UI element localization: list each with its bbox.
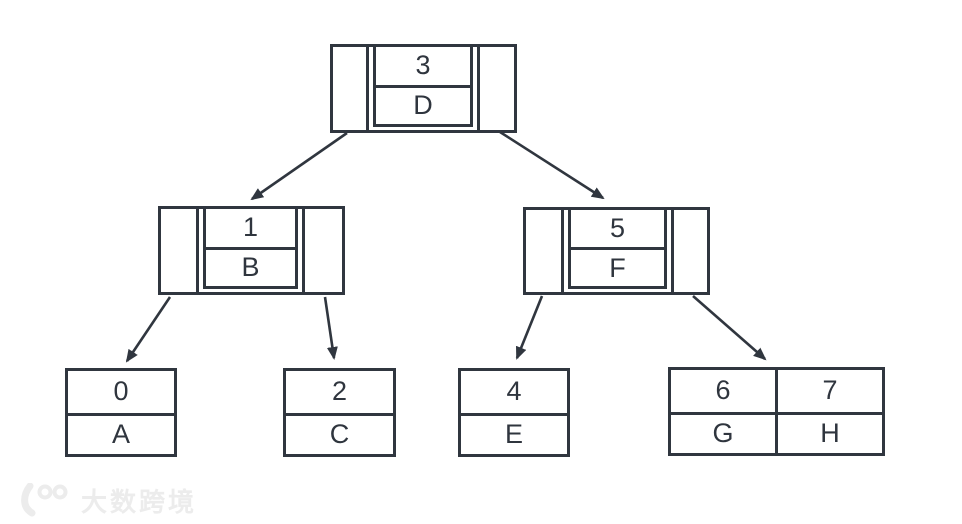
watermark: 大数跨境: [14, 482, 198, 522]
edge-root-to-left-child: [250, 131, 348, 201]
node-key: 4: [461, 371, 567, 416]
edge-root-to-right-child: [499, 130, 605, 200]
tree-leaf-a: 0 A: [65, 368, 177, 457]
node-value: H: [820, 418, 840, 449]
tree-leaf-e: 4 E: [458, 368, 570, 457]
tree-node-internal-right: 5 F: [523, 207, 710, 295]
tree-leaf-c: 2 C: [283, 368, 396, 457]
tree-leaf-gh: 6 G 7 H: [668, 367, 885, 456]
brand-logo-icon: [14, 482, 72, 522]
node-value: G: [712, 418, 734, 449]
edge-right-child-to-leaf-e: [515, 295, 544, 360]
pointer-cell-right: [671, 210, 707, 292]
edge-right-child-to-leaf-gh: [692, 295, 767, 361]
node-key: 5: [571, 210, 664, 251]
watermark-brand-text: 大数跨境: [81, 487, 198, 517]
tree-node-internal-left: 1 B: [158, 206, 345, 295]
pointer-cell-left: [526, 210, 564, 292]
tree-node-root: 3 D: [330, 44, 517, 133]
pointer-cell-left: [333, 47, 369, 130]
node-key: 2: [286, 371, 393, 416]
node-value: D: [413, 90, 433, 121]
node-value: C: [329, 419, 350, 450]
edge-left-child-to-leaf-a: [125, 296, 172, 363]
node-key: 1: [206, 209, 295, 250]
pointer-cell-right: [477, 47, 514, 130]
node-value: E: [504, 419, 523, 450]
pointer-cell-left: [161, 209, 199, 292]
node-value: B: [241, 252, 260, 283]
edge-left-child-to-leaf-c: [323, 296, 338, 360]
node-value: A: [111, 419, 130, 450]
node-value: F: [609, 252, 626, 283]
node-key: 3: [376, 47, 470, 88]
node-key: 7: [778, 370, 882, 415]
pointer-cell-right: [302, 209, 342, 292]
node-key: 6: [671, 370, 775, 415]
node-key: 0: [68, 371, 174, 416]
